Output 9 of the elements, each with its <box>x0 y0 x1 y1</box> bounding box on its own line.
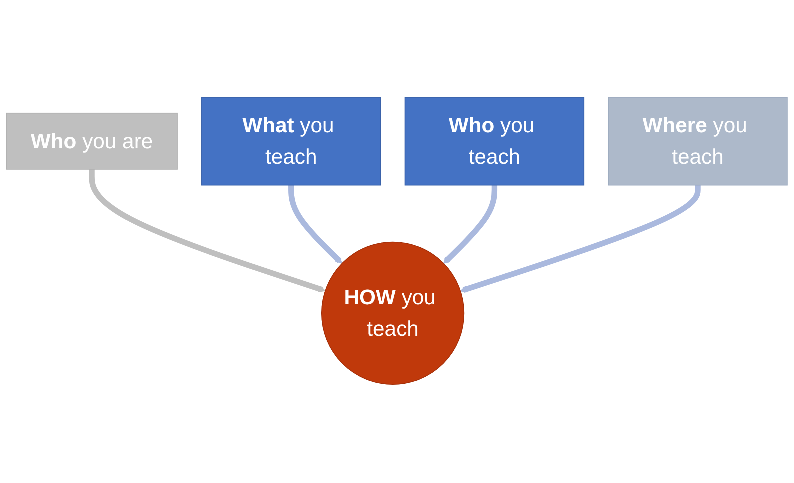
arrow <box>89 170 326 294</box>
node-box: Where you teach <box>608 98 788 186</box>
node-circle: HOW you teach <box>321 242 465 386</box>
arrow <box>460 186 701 294</box>
arrow <box>288 186 343 264</box>
node-box: Who you teach <box>404 98 585 186</box>
node-box: What you teach <box>202 98 382 186</box>
arrow <box>444 186 498 264</box>
node-box: Who you are <box>6 113 178 170</box>
